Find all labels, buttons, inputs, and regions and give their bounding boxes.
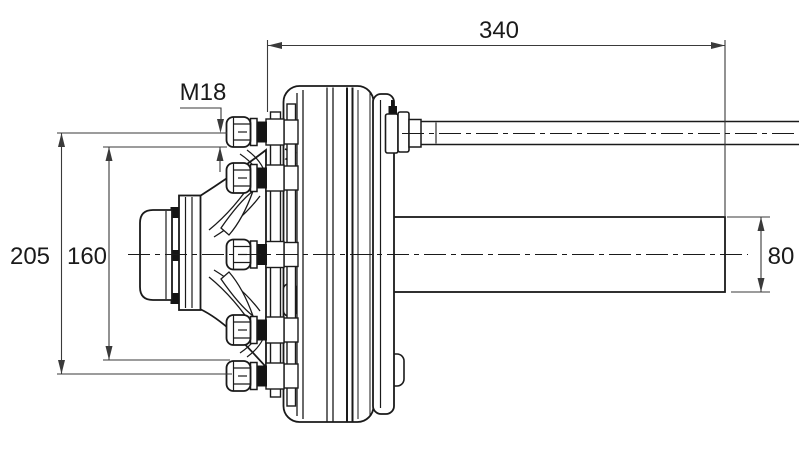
label-340: 340 — [479, 17, 519, 44]
stud-washer — [249, 163, 258, 193]
cap-bolt — [170, 293, 179, 304]
arrowhead — [216, 147, 224, 161]
leader-line-m18 — [180, 107, 222, 119]
flange-block — [283, 363, 299, 389]
flange-block — [283, 165, 299, 191]
stud-shank — [257, 121, 267, 143]
wheel-studs — [225, 116, 267, 392]
stud-washer — [249, 117, 258, 147]
wheel-stud — [225, 116, 267, 148]
wheel-stud — [225, 314, 267, 346]
label-80: 80 — [768, 243, 795, 270]
grease-nipple-stem — [391, 100, 395, 107]
hub-cap-assembly — [139, 194, 202, 311]
label-160: 160 — [67, 243, 107, 270]
dimension-lines — [58, 42, 765, 374]
dimension-labels: 340 M18 205 160 80 — [10, 17, 794, 270]
casting-rib — [246, 338, 264, 358]
flange-block — [265, 164, 285, 192]
flange-block — [283, 317, 299, 343]
camshaft-collar — [397, 111, 410, 153]
brake-camshaft — [384, 100, 799, 154]
arrowhead — [105, 346, 113, 360]
flange-block — [265, 118, 285, 146]
stud-washer — [249, 361, 258, 391]
label-205: 205 — [10, 243, 50, 270]
axle-beam-body — [390, 216, 726, 293]
stud-shank — [257, 244, 267, 265]
camshaft-bracket — [384, 113, 399, 154]
cap-flange — [178, 194, 202, 311]
wheel-stud — [225, 360, 267, 392]
label-m18: M18 — [180, 79, 227, 106]
stud-shank — [257, 167, 267, 189]
arrowhead — [58, 133, 65, 147]
arrowhead — [105, 147, 113, 161]
arrowhead — [58, 360, 65, 374]
arrowhead — [711, 42, 725, 49]
flange-block — [265, 316, 285, 344]
arrowhead — [757, 217, 765, 231]
cap-bolt — [170, 250, 179, 261]
cap-bolt — [170, 207, 179, 218]
centerlines — [128, 133, 796, 255]
grease-nipple — [388, 106, 397, 115]
flange-stud-blocks — [265, 118, 299, 390]
extension-lines — [57, 40, 770, 375]
flange-block — [265, 362, 285, 390]
stud-shank — [257, 365, 267, 387]
arrowhead — [757, 278, 765, 292]
flange-block — [283, 119, 299, 145]
wheel-stud — [225, 162, 267, 194]
stud-shank — [257, 319, 267, 341]
arrowhead — [217, 119, 224, 133]
axle-beam — [390, 216, 726, 293]
stud-washer — [249, 315, 258, 345]
casting-rib — [246, 149, 264, 169]
arrowhead — [268, 42, 282, 49]
